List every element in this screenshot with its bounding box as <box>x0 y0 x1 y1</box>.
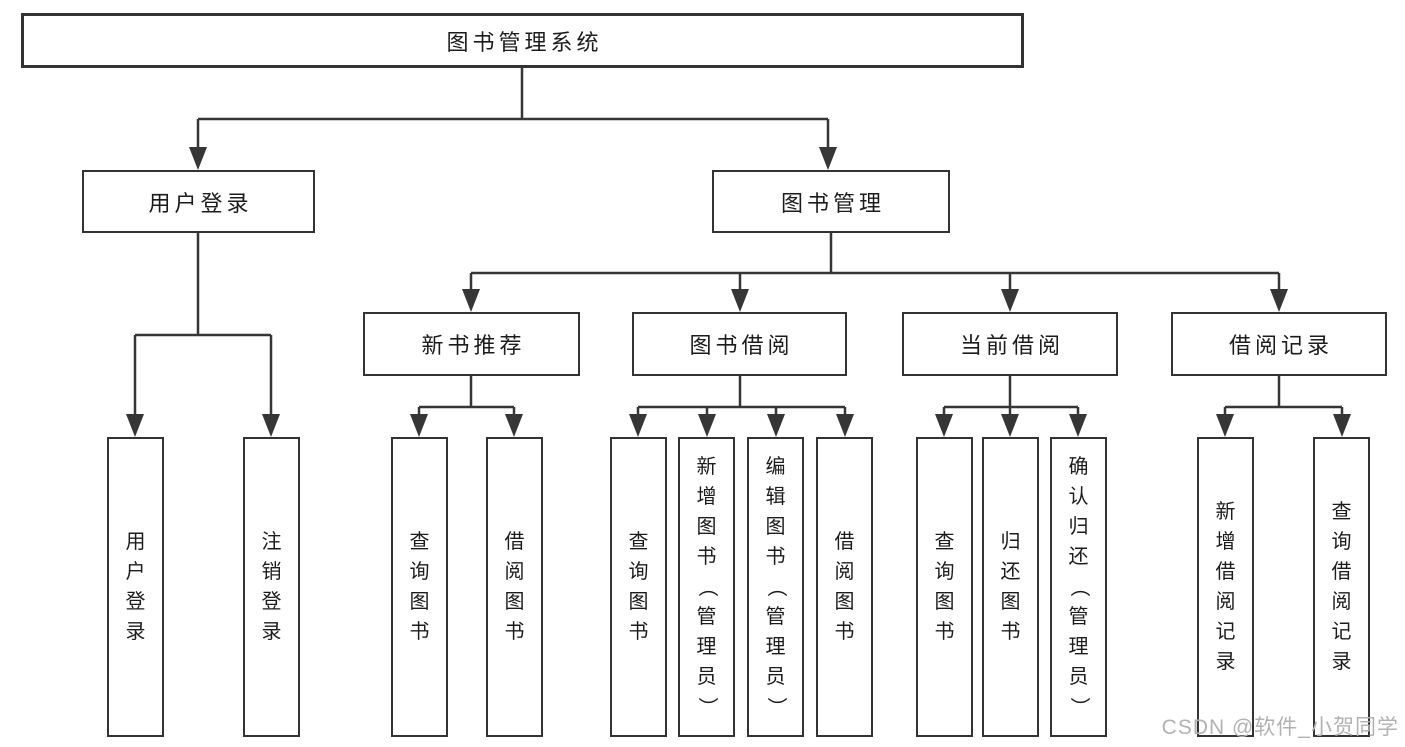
node-borrowing-records: 借阅记录 <box>1171 312 1387 376</box>
vertical-char: 理 <box>1068 636 1089 658</box>
tree-edges <box>133 68 1344 415</box>
vertical-char: 图 <box>409 591 430 613</box>
vertical-char: 查 <box>409 531 430 553</box>
vertical-char: 登 <box>261 591 282 613</box>
vertical-char: 员 <box>1068 666 1089 688</box>
vertical-char: 还 <box>1000 561 1021 583</box>
vertical-char: 阅 <box>1215 591 1236 613</box>
node-user-login: 用户登录 <box>82 170 315 233</box>
vertical-char: 阅 <box>1331 591 1352 613</box>
vertical-char: 图 <box>696 516 717 538</box>
vertical-char: 图 <box>504 591 525 613</box>
vertical-char: 查 <box>1331 501 1352 523</box>
vertical-char: 录 <box>125 621 146 643</box>
vertical-char: 书 <box>628 621 649 643</box>
vertical-char: 员 <box>765 666 786 688</box>
vertical-char: 借 <box>834 531 855 553</box>
node-book-borrowing: 图书借阅 <box>632 312 847 376</box>
vertical-char: 记 <box>1331 621 1352 643</box>
vertical-char: 书 <box>504 621 525 643</box>
leaf-logout: 注销登录 <box>243 437 300 737</box>
vertical-char: 销 <box>261 561 282 583</box>
leaf-query-borrow-record: 查询借阅记录 <box>1313 437 1370 737</box>
vertical-char: 认 <box>1068 486 1089 508</box>
vertical-char: 登 <box>125 591 146 613</box>
leaf-add-book-admin: 新增图书 （ 管理员 ） <box>678 437 735 737</box>
leaf-query-books-current: 查询图书 <box>916 437 973 737</box>
vertical-char: 书 <box>934 621 955 643</box>
vertical-char: ） <box>1067 697 1090 717</box>
vertical-char: 书 <box>696 546 717 568</box>
node-book-management: 图书管理 <box>712 170 950 233</box>
vertical-char: ） <box>695 697 718 717</box>
leaf-add-borrow-record: 新增借阅记录 <box>1197 437 1254 737</box>
vertical-char: 录 <box>1331 651 1352 673</box>
vertical-char: 录 <box>1215 651 1236 673</box>
node-new-book-recommend: 新书推荐 <box>363 312 580 376</box>
vertical-char: 书 <box>765 546 786 568</box>
vertical-char: 书 <box>1000 621 1021 643</box>
watermark-csdn: CSDN @软件_小贺同学 <box>1161 716 1399 739</box>
vertical-char: 确 <box>1068 456 1089 478</box>
leaf-edit-book-admin: 编辑图书 （ 管理员 ） <box>747 437 804 737</box>
leaf-query-books-borrowing: 查询图书 <box>610 437 667 737</box>
vertical-char: 查 <box>628 531 649 553</box>
vertical-char: ） <box>764 697 787 717</box>
vertical-char: 编 <box>765 456 786 478</box>
vertical-char: 还 <box>1068 546 1089 568</box>
leaf-user-login: 用户登录 <box>107 437 164 737</box>
leaf-borrow-books-recommend: 借阅图书 <box>486 437 543 737</box>
vertical-char: 借 <box>1215 561 1236 583</box>
vertical-char: 图 <box>834 591 855 613</box>
node-root: 图书管理系统 <box>21 13 1024 68</box>
vertical-char: 管 <box>1068 606 1089 628</box>
leaf-query-books-recommend: 查询图书 <box>391 437 448 737</box>
vertical-char: 录 <box>261 621 282 643</box>
vertical-char: 询 <box>1331 531 1352 553</box>
vertical-char: 图 <box>934 591 955 613</box>
vertical-char: 增 <box>696 486 717 508</box>
vertical-char: （ <box>764 577 787 597</box>
vertical-char: 书 <box>409 621 430 643</box>
vertical-char: 图 <box>628 591 649 613</box>
vertical-char: 归 <box>1000 531 1021 553</box>
vertical-char: 归 <box>1068 516 1089 538</box>
vertical-char: 询 <box>934 561 955 583</box>
vertical-char: 注 <box>261 531 282 553</box>
vertical-char: 管 <box>696 606 717 628</box>
leaf-borrow-books-borrowing: 借阅图书 <box>816 437 873 737</box>
vertical-char: 用 <box>125 531 146 553</box>
vertical-char: 询 <box>409 561 430 583</box>
vertical-char: 图 <box>765 516 786 538</box>
vertical-char: 员 <box>696 666 717 688</box>
vertical-char: 阅 <box>504 561 525 583</box>
vertical-char: 借 <box>504 531 525 553</box>
node-current-borrowing: 当前借阅 <box>902 312 1118 376</box>
vertical-char: 记 <box>1215 621 1236 643</box>
vertical-char: 理 <box>696 636 717 658</box>
vertical-char: 询 <box>628 561 649 583</box>
vertical-char: 理 <box>765 636 786 658</box>
vertical-char: 新 <box>1215 501 1236 523</box>
vertical-char: （ <box>695 577 718 597</box>
vertical-char: 阅 <box>834 561 855 583</box>
vertical-char: 书 <box>834 621 855 643</box>
vertical-char: （ <box>1067 577 1090 597</box>
leaf-return-books: 归还图书 <box>982 437 1039 737</box>
vertical-char: 户 <box>125 561 146 583</box>
vertical-char: 增 <box>1215 531 1236 553</box>
vertical-char: 管 <box>765 606 786 628</box>
arrowheads <box>126 147 1351 437</box>
vertical-char: 图 <box>1000 591 1021 613</box>
vertical-char: 新 <box>696 456 717 478</box>
leaf-confirm-return-admin: 确认归还 （ 管理员 ） <box>1050 437 1107 737</box>
vertical-char: 查 <box>934 531 955 553</box>
vertical-char: 借 <box>1331 561 1352 583</box>
vertical-char: 辑 <box>765 486 786 508</box>
